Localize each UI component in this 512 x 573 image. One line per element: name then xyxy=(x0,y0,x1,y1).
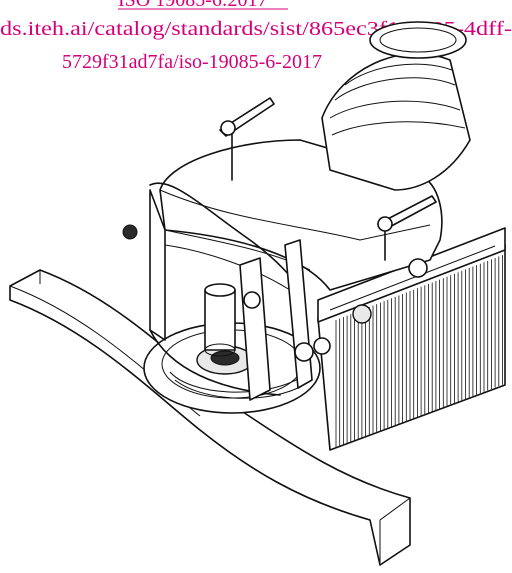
extraction-bellows xyxy=(321,21,471,191)
iso-link-url-2[interactable]: 5729f31ad7fa/iso-19085-6-2017 xyxy=(62,51,322,73)
watermark-line-top[interactable]: ISO 19085-6:2017 xyxy=(118,0,267,11)
knob-center[interactable] xyxy=(243,291,261,309)
spindle xyxy=(204,283,236,357)
iso-link-top[interactable]: ISO 19085-6:2017 xyxy=(118,0,288,11)
watermark-line-2[interactable]: 5729f31ad7fa/iso-19085-6-2017 xyxy=(62,51,322,73)
knob-left[interactable] xyxy=(122,224,138,240)
knob-front-1[interactable] xyxy=(294,342,314,362)
clamp-lever-left[interactable] xyxy=(219,97,275,181)
knob-fence[interactable] xyxy=(352,304,372,324)
knob-right[interactable] xyxy=(408,258,428,278)
adjustment-knobs[interactable] xyxy=(122,224,428,362)
clamp-lever-right[interactable] xyxy=(377,195,437,261)
guard-frame xyxy=(149,182,313,401)
knob-front-2[interactable] xyxy=(313,337,331,355)
